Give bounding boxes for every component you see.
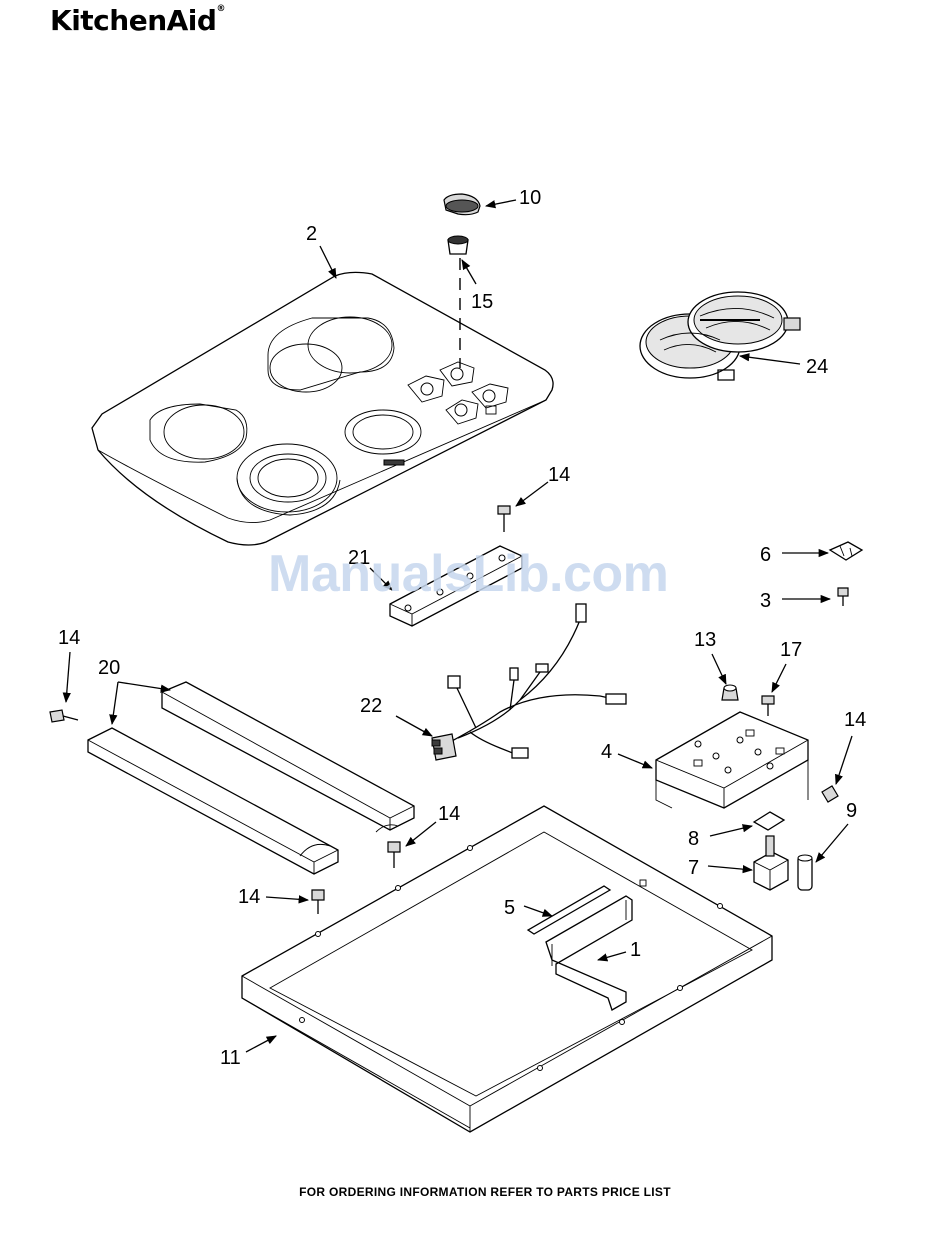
- radiant-element: [640, 292, 800, 380]
- callout-9: 9: [846, 800, 857, 822]
- footer-note: FOR ORDERING INFORMATION REFER TO PARTS …: [0, 1185, 950, 1199]
- manualslib-watermark: ManualsLib.com: [268, 544, 668, 604]
- screw: [312, 890, 324, 914]
- callout-13: 13: [694, 629, 716, 651]
- screw: [50, 710, 78, 722]
- callout-10: 10: [519, 187, 541, 209]
- callout-11: 11: [220, 1047, 241, 1069]
- callout-14: 14: [438, 803, 460, 825]
- clip: [830, 542, 862, 560]
- callout-20: 20: [98, 657, 120, 679]
- callout-4: 4: [601, 741, 612, 763]
- callout-14: 14: [238, 886, 260, 908]
- wire-harness: [432, 604, 626, 760]
- insulator-plate: [754, 812, 784, 830]
- callout-7: 7: [688, 857, 699, 879]
- callout-14: 14: [844, 709, 866, 731]
- callout-3: 3: [760, 590, 771, 612]
- callout-8: 8: [688, 828, 699, 850]
- cooktop-glass: [92, 272, 553, 545]
- fuse: [798, 855, 812, 890]
- switch: [754, 836, 788, 890]
- callout-1: 1: [630, 939, 641, 961]
- control-knob: [444, 194, 480, 215]
- grommet: [722, 685, 738, 700]
- callout-2: 2: [306, 223, 317, 245]
- callout-14: 14: [548, 464, 570, 486]
- screw: [498, 506, 510, 532]
- screw: [762, 696, 774, 716]
- screw: [388, 842, 400, 868]
- callout-14: 14: [58, 627, 80, 649]
- callout-5: 5: [504, 897, 515, 919]
- callout-6: 6: [760, 544, 771, 566]
- callout-15: 15: [471, 291, 493, 313]
- terminal-block-bracket: [656, 712, 808, 808]
- screw: [838, 588, 848, 606]
- callout-22: 22: [360, 695, 382, 717]
- callout-24: 24: [806, 356, 828, 378]
- screw: [822, 786, 838, 802]
- callout-17: 17: [780, 639, 802, 661]
